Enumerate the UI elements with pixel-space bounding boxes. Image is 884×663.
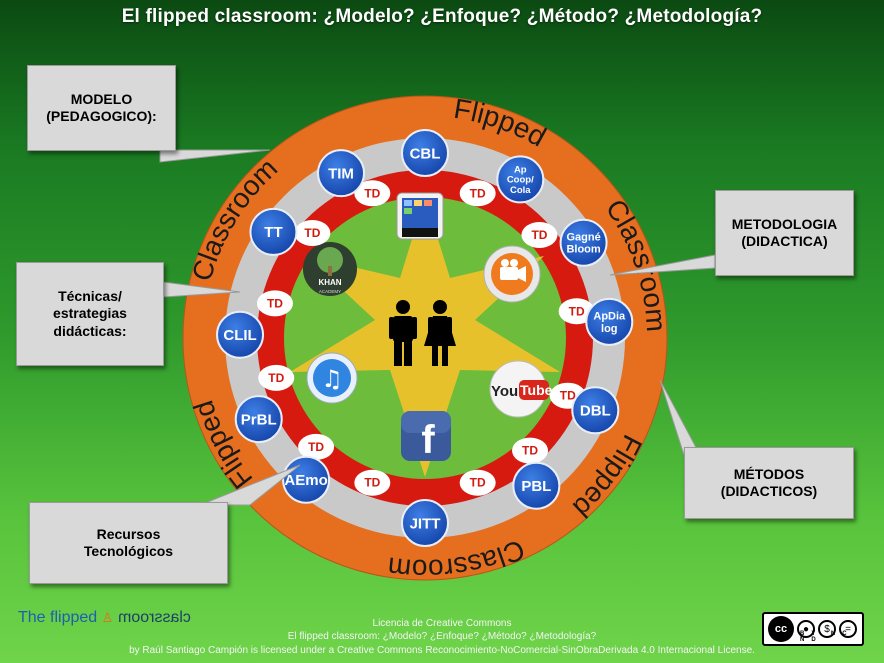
- td-label: TD: [522, 444, 538, 458]
- callout-metodos: MÉTODOS (DIDACTICOS): [684, 447, 854, 519]
- method-label: AEmo: [284, 472, 327, 489]
- youtube-you: You: [491, 383, 518, 400]
- creative-commons-badge[interactable]: cc ● $ = BY NC ND: [762, 612, 864, 646]
- page-title: El flipped classroom: ¿Modelo? ¿Enfoque?…: [121, 6, 763, 27]
- callout-modelo: MODELO (PEDAGOGICO):: [27, 65, 176, 151]
- khan-academy-logo: KHAN ACADEMY: [303, 242, 357, 296]
- td-badge: TD: [354, 180, 391, 207]
- license-work: El flipped classroom: ¿Modelo? ¿Enfoque?…: [287, 631, 597, 642]
- td-label: TD: [304, 226, 320, 240]
- method-aemo: AEmo: [282, 455, 331, 504]
- method-label: PBL: [521, 478, 551, 495]
- itunes-icon: ♫: [306, 352, 358, 404]
- cc-icon: cc: [768, 616, 794, 642]
- youtube-tube: Tube: [520, 382, 553, 398]
- nc-icon: $: [818, 620, 836, 638]
- youtube-logo: You Tube: [489, 360, 553, 418]
- license-title[interactable]: Licencia de Creative Commons: [372, 618, 512, 629]
- td-badge: TD: [521, 221, 558, 248]
- tablet-icon: [396, 192, 444, 240]
- music-note-icon: ♫: [321, 365, 343, 393]
- method-tim: TIM: [317, 149, 366, 198]
- by-icon: ●: [797, 620, 815, 638]
- video-camera-icon: [483, 245, 541, 303]
- khan-text: KHAN: [318, 278, 341, 287]
- nd-icon: =: [839, 620, 857, 638]
- td-badge: TD: [459, 180, 496, 207]
- td-badge: TD: [354, 469, 391, 496]
- method-cbl: CBL: [401, 129, 449, 177]
- license-text: Licencia de Creative Commons El flipped …: [232, 617, 652, 643]
- td-badge: TD: [298, 433, 335, 460]
- td-badge: TD: [258, 364, 295, 391]
- td-badge: TD: [294, 219, 331, 246]
- cc-labels: BY NC ND: [800, 631, 854, 643]
- td-badges: TD TD TD TD TD TD TD TD TD TD TD TD: [256, 180, 595, 496]
- td-label: TD: [308, 440, 324, 454]
- td-label: TD: [470, 476, 486, 490]
- method-label: TT: [264, 224, 282, 241]
- people-icon: [389, 300, 456, 366]
- callout-recursos: Recursos Tecnológicos: [29, 502, 228, 584]
- td-label: TD: [569, 304, 585, 318]
- method-label: CBL: [410, 145, 441, 162]
- method-label: TIM: [328, 165, 354, 182]
- brand-figure-icon: ♙: [101, 610, 114, 625]
- method-pbl: PBL: [512, 461, 561, 510]
- td-label: TD: [531, 228, 547, 242]
- td-badge: TD: [459, 469, 496, 496]
- method-label: PrBL: [241, 411, 277, 428]
- brand-text-1: The flipped: [18, 609, 98, 626]
- td-badge: TD: [512, 437, 549, 464]
- method-label: DBL: [580, 403, 611, 420]
- td-label: TD: [364, 186, 380, 200]
- callout-tecnicas: Técnicas/ estrategias didácticas:: [16, 262, 164, 366]
- td-badge: TD: [256, 290, 293, 317]
- method-dbl: DBL: [571, 386, 620, 435]
- facebook-icon: f: [401, 411, 451, 462]
- td-label: TD: [470, 186, 486, 200]
- flipped-classroom-brand: The flipped ♙ classroom: [18, 609, 191, 627]
- method-label: JITT: [410, 515, 441, 532]
- td-label: TD: [267, 296, 283, 310]
- academy-text: ACADEMY: [319, 289, 341, 294]
- td-label: TD: [364, 476, 380, 490]
- callout-metodologia: METODOLOGIA (DIDACTICA): [715, 190, 854, 276]
- method-clil: CLIL: [216, 310, 265, 359]
- td-label: TD: [268, 371, 284, 385]
- td-label: TD: [560, 389, 576, 403]
- brand-text-2: classroom: [117, 609, 191, 626]
- method-jitt: JITT: [401, 499, 449, 547]
- method-label: CLIL: [223, 327, 256, 344]
- center-star: [290, 197, 560, 477]
- license-attribution[interactable]: by Raúl Santiago Campión is licensed und…: [129, 645, 755, 656]
- callout-pointers: [147, 149, 716, 506]
- facebook-letter: f: [421, 418, 435, 462]
- method-tt: TT: [249, 207, 298, 256]
- method-prbl: PrBL: [234, 395, 283, 444]
